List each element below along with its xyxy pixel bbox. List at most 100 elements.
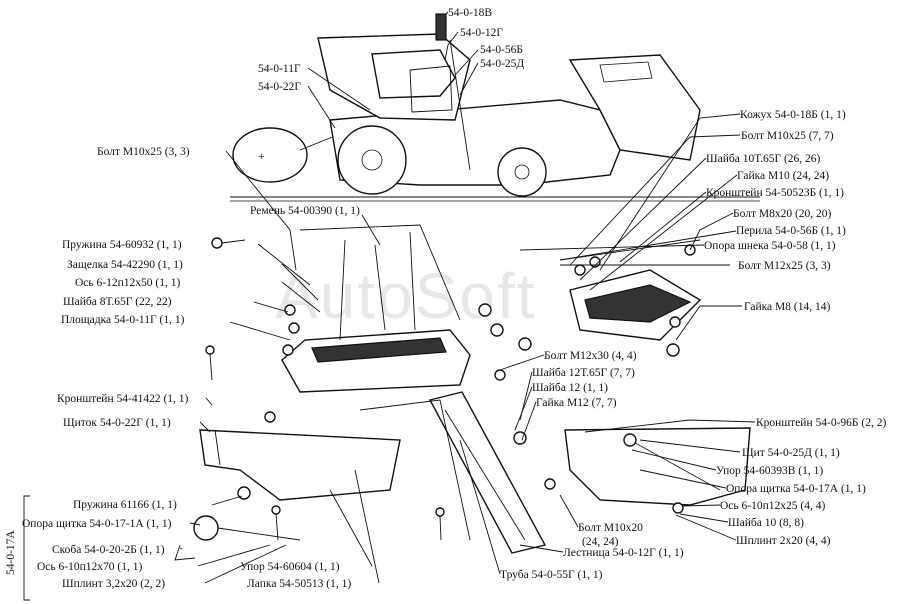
label-bolt-m10x25-33: Болт М10х25 (3, 3): [97, 146, 190, 158]
railing-top: [409, 65, 453, 113]
fasteners: [205, 237, 696, 541]
leader-shplint-2x20: [675, 514, 737, 541]
label-shayba-10t: Шайба 10Т.65Г (26, 26): [706, 153, 821, 165]
bolt-head-10: [544, 478, 556, 490]
label-shayba-8t: Шайба 8Т.65Г (22, 22): [63, 296, 172, 308]
label-shayba-12: Шайба 12 (1, 1): [532, 382, 608, 394]
label-gayka-m8: Гайка М8 (14, 14): [744, 301, 830, 313]
bolt-head-7: [264, 411, 276, 423]
grain-tank: [568, 54, 701, 161]
group-label-54-0-17a: 54-0-17А: [5, 530, 17, 575]
label-ploshchadka: Площадка 54-0-11Г (1, 1): [61, 314, 185, 326]
leader-pruzhina-54-60932: [257, 243, 311, 286]
label-54-0-22g: 54-0-22Г: [258, 81, 301, 93]
ladder-silhouette: [449, 39, 471, 171]
group-bracket: [23, 495, 30, 601]
leader-shayba-8t: [253, 301, 289, 313]
label-perila: Перила 54-0-56Б (1, 1): [736, 225, 846, 237]
shield-support-part: [174, 515, 301, 561]
leader-gayka-m10: [589, 174, 738, 291]
leader-os-6-12: [281, 281, 321, 313]
leader-bolt-m10x25-33: [225, 150, 297, 271]
leader-opora-shchitka-1a: [189, 522, 201, 526]
leader-os-6-10-25: [681, 504, 721, 507]
leader-skoba: [179, 547, 183, 550]
leader-kozhukh: [599, 113, 741, 271]
label-opora-shneka: Опора шнека 54-0-58 (1, 1): [704, 240, 836, 252]
bracket-scoba: [174, 544, 196, 561]
nut-1: [478, 303, 492, 317]
leader-bolt-m12x30: [499, 354, 545, 371]
label-lapka: Лапка 54-50513 (1, 1): [247, 578, 351, 590]
bolt-head-6: [205, 345, 215, 355]
label-bolt-m10x25-77: Болт М10х25 (7, 7): [741, 130, 834, 142]
ladder-rail: [444, 409, 526, 541]
grain-tank-window: [599, 61, 653, 83]
leader-bolt-m10x20: [559, 494, 579, 528]
labels: 54-0-18В 54-0-12Г 54-0-56Б 54-0-25Д 54-0…: [5, 7, 886, 590]
leader-shchitok: [199, 421, 211, 433]
label-shplint-2x20: Шплинт 2х20 (4, 4): [736, 535, 831, 547]
label-pruzhina-54-60932: Пружина 54-60932 (1, 1): [62, 239, 182, 251]
exhaust-pipe: [435, 13, 447, 41]
bolt-head-3: [589, 256, 601, 268]
label-54-0-12g: 54-0-12Г: [460, 27, 503, 39]
leader-lapka: [354, 469, 380, 584]
label-os-6-10-25: Ось 6-10п12х25 (4, 4): [720, 500, 825, 512]
ladder-body: [428, 391, 547, 554]
front-hub: [361, 149, 383, 171]
leader-upor-54-60604: [329, 489, 373, 567]
axle-os: [672, 502, 684, 514]
washer-4: [237, 486, 251, 500]
left-shield-body: [199, 429, 401, 501]
bolt-head-1: [211, 237, 223, 249]
railing-grating: [584, 284, 692, 323]
leader-shayba-12: [514, 386, 533, 431]
leader-ploshchadka: [229, 321, 291, 341]
railing-bar: [559, 239, 701, 261]
ladder-tube: [359, 399, 471, 541]
label-kronshtein-54-50523b: Кронштейн 54-50523Б (1, 1): [706, 187, 844, 199]
ladder-part: [359, 391, 547, 554]
washer-2: [288, 322, 300, 334]
label-shchit: Щит 54-0-25Д (1, 1): [742, 447, 840, 459]
leader-bolt-m8x20: [689, 212, 734, 251]
nut-4: [513, 431, 527, 445]
leader-kronshtein-54-0-96b: [584, 419, 756, 433]
label-54-0-18v: 54-0-18В: [448, 7, 492, 19]
label-54-0-11g: 54-0-11Г: [258, 63, 301, 75]
bolt-head-11: [494, 369, 506, 381]
leader-opora-shchitka-a: [639, 469, 727, 489]
front-wheel: [337, 125, 407, 195]
header-reel: [232, 127, 308, 183]
left-shield-edge: [214, 429, 221, 466]
support-disc: [193, 515, 219, 541]
leader-shchit: [639, 439, 741, 453]
bolt-shank-9: [439, 515, 442, 541]
leader-kronshtein-54-41422: [205, 397, 213, 406]
bolt-shank-1: [221, 239, 246, 244]
nut-3: [518, 337, 532, 351]
bolt-shank-8: [275, 513, 279, 541]
watermark: AutoSoft: [275, 260, 537, 332]
washer-1: [284, 304, 296, 316]
label-truba: Труба 54-0-55Г (1, 1): [500, 569, 603, 581]
leader-54-0-25d: [459, 62, 479, 96]
label-skoba: Скоба 54-0-20-2Б (1, 1): [52, 544, 165, 556]
belt: [374, 244, 386, 331]
platform-part: [281, 224, 471, 393]
cab-window: [371, 49, 456, 99]
leader-shayba-10: [679, 513, 729, 523]
reel-mark: +: [258, 151, 265, 163]
rear-wheel: [497, 147, 547, 197]
leader-shayba-10t: [579, 157, 707, 281]
leader-gayka-m12: [521, 401, 537, 441]
leader-truba: [459, 439, 501, 575]
nut-m8: [666, 343, 680, 357]
bolt-head-8: [271, 505, 281, 515]
label-opora-shchitka-a: Опора щитка 54-0-17А (1, 1): [726, 483, 866, 495]
bolt-head-2: [574, 264, 586, 276]
bolt-head-9: [435, 507, 445, 517]
leader-54-0-11g: [307, 67, 371, 111]
